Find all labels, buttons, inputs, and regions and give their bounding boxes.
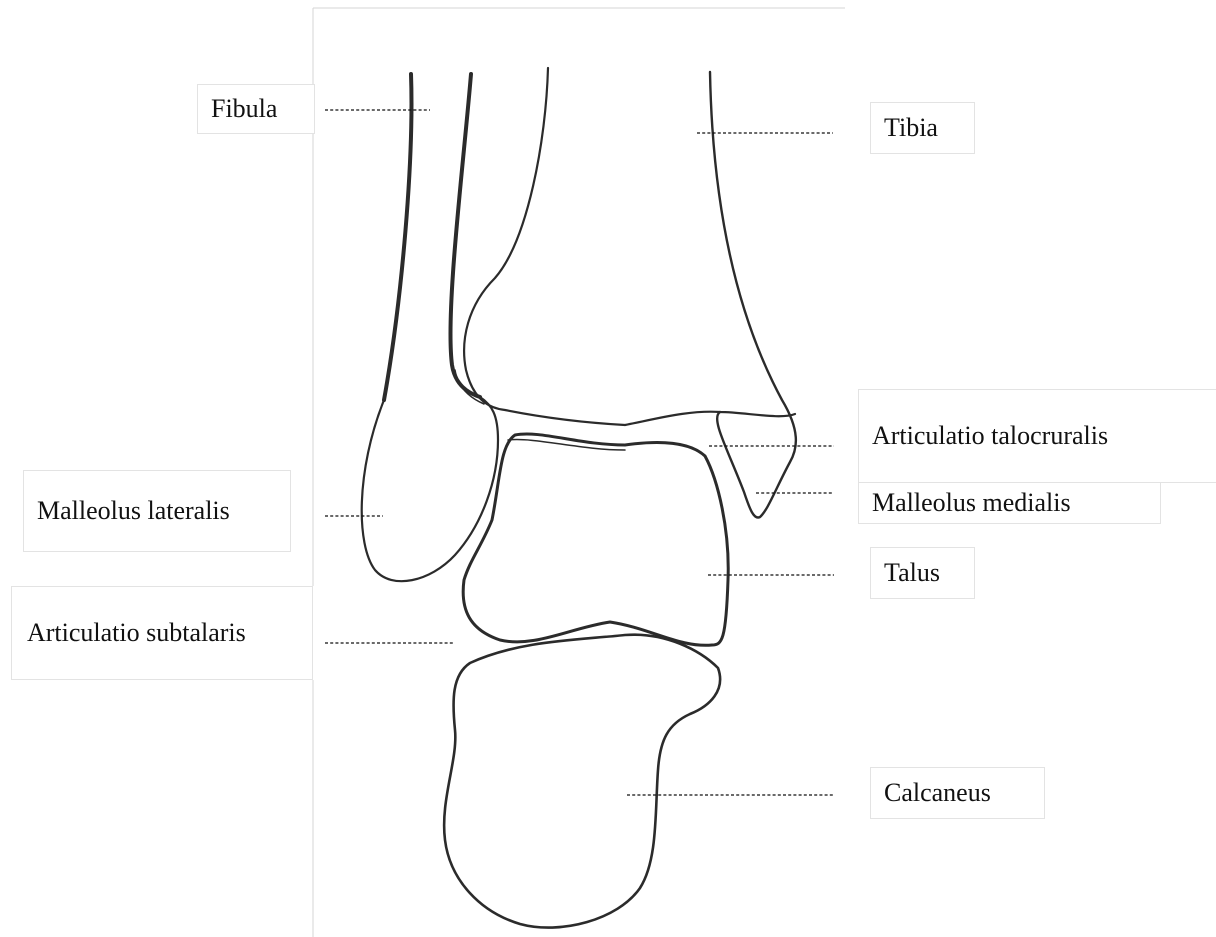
fibula-bone xyxy=(362,74,498,581)
label-tibia: Tibia xyxy=(870,102,975,154)
calcaneus-bone xyxy=(444,635,720,928)
label-articulatio-talocruralis-text: Articulatio talocruralis xyxy=(872,421,1108,451)
label-malleolus-medialis-text: Malleolus medialis xyxy=(872,488,1071,518)
label-fibula: Fibula xyxy=(197,84,315,134)
leader-lines xyxy=(325,110,834,795)
frame-lines xyxy=(313,8,845,937)
label-calcaneus: Calcaneus xyxy=(870,767,1045,819)
label-fibula-text: Fibula xyxy=(211,94,277,124)
label-tibia-text: Tibia xyxy=(884,113,938,143)
label-talus: Talus xyxy=(870,547,975,599)
label-calcaneus-text: Calcaneus xyxy=(884,778,991,808)
label-articulatio-subtalaris-text: Articulatio subtalaris xyxy=(27,618,246,648)
tibia-bone xyxy=(464,68,796,518)
label-articulatio-subtalaris: Articulatio subtalaris xyxy=(11,586,313,680)
label-articulatio-talocruralis: Articulatio talocruralis xyxy=(858,389,1216,483)
label-talus-text: Talus xyxy=(884,558,940,588)
label-malleolus-lateralis-text: Malleolus lateralis xyxy=(37,496,230,526)
talus-bone xyxy=(463,434,728,645)
label-malleolus-medialis: Malleolus medialis xyxy=(858,483,1161,524)
label-malleolus-lateralis: Malleolus lateralis xyxy=(23,470,291,552)
